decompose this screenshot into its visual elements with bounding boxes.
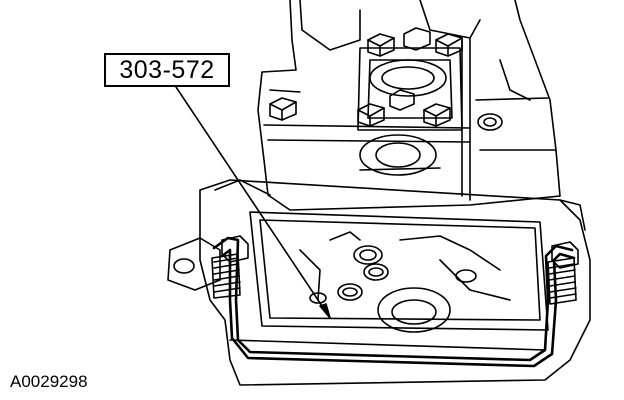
bearing-cap [357, 47, 463, 176]
hex-bolts-upper [269, 27, 503, 131]
callout-arrowhead [319, 303, 331, 319]
threaded-stud-left [211, 235, 249, 299]
oil-pan-rail [167, 179, 591, 386]
callout-leader-line [175, 86, 331, 319]
figure-id: A0029298 [10, 372, 88, 391]
tool-callout-label: 303-572 [104, 53, 230, 87]
threaded-stud-right [547, 241, 579, 305]
pan-interior-parts [299, 231, 511, 333]
